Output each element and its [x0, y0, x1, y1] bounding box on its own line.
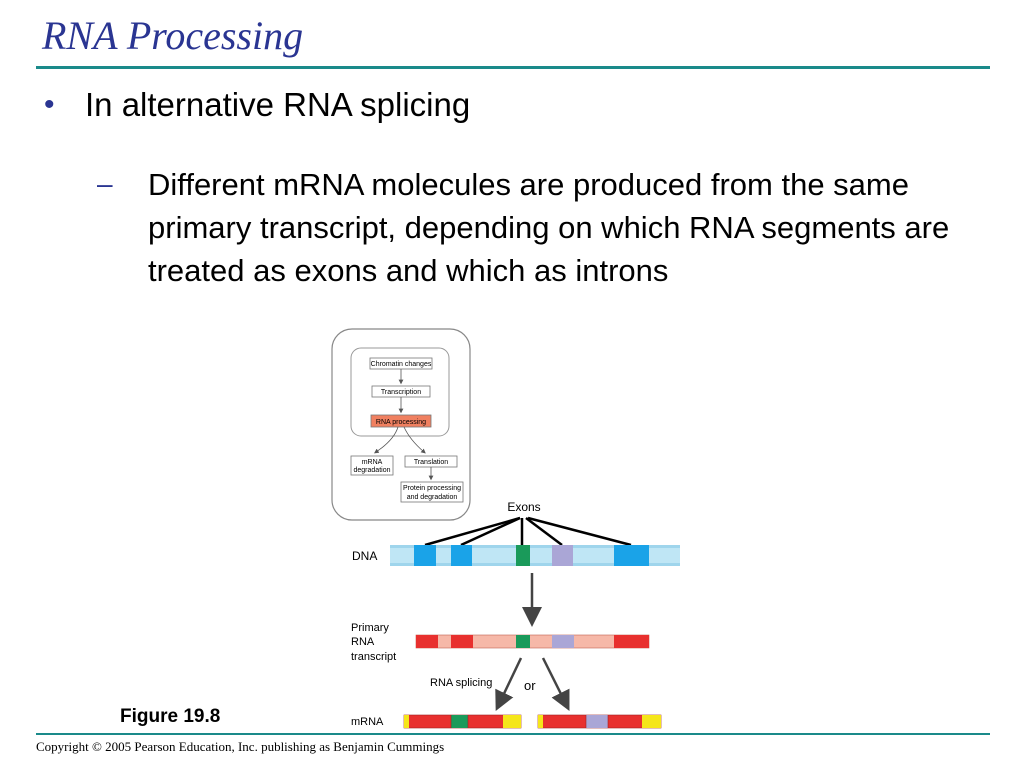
rna-splicing-label: RNA splicing: [430, 677, 492, 689]
label-protein-processing-line1: Protein processing: [403, 485, 461, 492]
box-protein-processing: [400, 481, 464, 503]
splicing-arrow-left: [495, 657, 523, 712]
label-chromatin-changes: Chromatin changes: [371, 361, 432, 368]
title-divider: [36, 66, 990, 69]
box-rna-processing: [370, 414, 432, 428]
footer-divider: [36, 733, 990, 735]
dna-exon-2: [451, 545, 472, 566]
dna-exon-1: [414, 545, 436, 566]
splicing-arrow-right: [541, 657, 570, 711]
dna-exon-3: [516, 545, 530, 566]
label-protein-processing-line2: and degradation: [407, 494, 458, 501]
label-rna-processing: RNA processing: [376, 419, 426, 426]
figure-label: Figure 19.8: [120, 706, 221, 727]
sub-bullet-text: Different mRNA molecules are produced fr…: [148, 167, 950, 288]
slide-title: RNA Processing: [42, 13, 304, 58]
dash-icon: –: [97, 168, 113, 199]
bullet-icon: •: [44, 88, 55, 121]
dna-exon-4: [552, 545, 573, 566]
mrna-product-1: [403, 714, 522, 729]
dna-strand: [390, 545, 680, 566]
dna-label: DNA: [352, 549, 377, 563]
dna-exon-5: [614, 545, 649, 566]
mrna-product-2: [537, 714, 662, 729]
primary-label-line1: Primary: [351, 622, 389, 634]
label-translation: Translation: [414, 459, 448, 466]
box-mrna-degradation: [350, 455, 394, 476]
label-mrna-degradation-line2: degradation: [354, 467, 391, 474]
primary-label-line3: transcript: [351, 651, 396, 663]
or-label: or: [524, 678, 536, 693]
bullet-text: In alternative RNA splicing: [85, 86, 471, 123]
exons-label: Exons: [507, 500, 540, 514]
arrow-to-mrna-degradation: [374, 426, 399, 454]
mrna-label: mRNA: [351, 716, 384, 728]
primary-transcript: [415, 634, 650, 649]
label-mrna-degradation-line1: mRNA: [362, 459, 383, 466]
label-transcription: Transcription: [381, 389, 421, 396]
arrow-to-translation: [403, 426, 426, 454]
exon-connector-lines: [424, 516, 632, 547]
primary-label-line2: RNA: [351, 636, 375, 648]
copyright-text: Copyright © 2005 Pearson Education, Inc.…: [36, 739, 445, 754]
